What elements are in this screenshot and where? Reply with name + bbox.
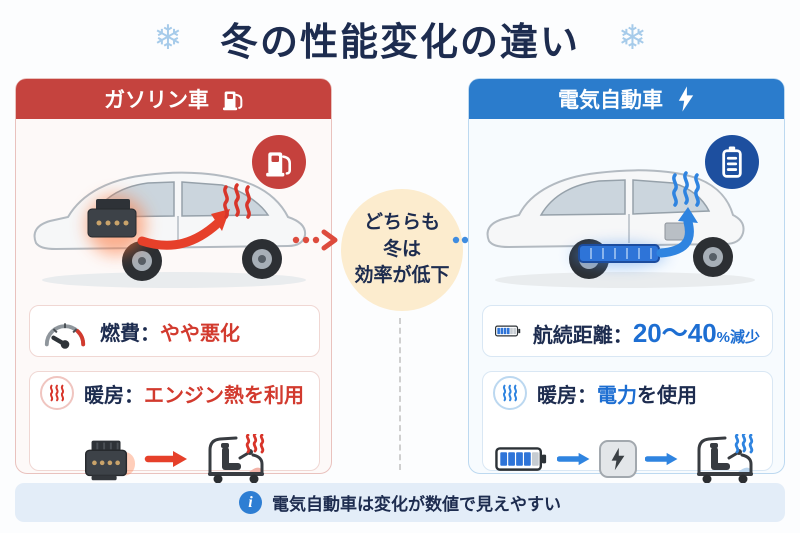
arrow-right-icon [556,452,589,465]
heat-waves-icon [493,376,527,410]
power-flow-arrow [656,217,694,258]
heat-flow-arrow [137,218,223,250]
ev-heating-text: 暖房：電力を使用 [537,379,697,408]
fuel-economy-label: 燃費： [100,322,160,345]
gasoline-panel: ガソリン車 [15,78,332,483]
battery-level-icon [494,446,546,471]
ev-car-area [469,119,784,303]
lightning-icon [611,447,624,470]
arrow-right-icon [644,452,677,465]
driving-range-value: 20～40 [632,317,717,348]
center-note-line2: 冬は [382,238,421,260]
driving-range-label: 航続距離： [532,324,633,347]
ev-car-illustration [486,169,755,288]
heated-cabin-icon [207,433,264,483]
fuel-pump-icon [223,91,243,111]
heat-waves-icon [245,433,264,453]
fuel-economy-text: 燃費：やや悪化 [100,317,240,346]
electric-heat-flow [493,433,762,484]
gasoline-heating-label: 暖房： [84,384,144,407]
snowflake-icon-left: ❄ [153,19,182,57]
heat-waves-icon [672,171,700,207]
battery-pack-icon [578,244,660,263]
electric-heater-icon [598,439,637,478]
heat-waves-icon [40,376,74,410]
heat-waves-icon [223,183,251,219]
page-title: 冬の性能変化の違い [219,21,580,64]
fuel-pump-icon [266,152,291,177]
center-note-line1: どちらも [363,212,440,234]
battery-badge [705,135,759,189]
engine-heat-flow [40,433,309,484]
heat-waves-icon [734,433,753,453]
fuel-economy-row: 燃費：やや悪化 [29,305,320,357]
battery-icon [722,146,742,178]
arrow-right-icon [144,450,187,467]
gasoline-header-label: ガソリン車 [104,89,209,112]
engine-icon [84,440,135,480]
ev-heating-row: 暖房：電力を使用 [482,371,773,483]
footer-note-text: 電気自動車は変化が数値で見えやすい [272,495,561,514]
ev-heating-suffix: を使用 [637,384,697,407]
ev-panel: 電気自動車 [468,78,785,483]
gasoline-heating-text: 暖房：エンジン熱を利用 [84,379,304,408]
heated-cabin-icon [696,433,753,483]
gasoline-car-illustration [33,171,307,288]
gauge-icon [44,323,86,349]
center-dashed-divider [399,318,401,470]
gasoline-panel-header: ガソリン車 [16,79,331,119]
fuel-economy-value: やや悪化 [160,322,240,345]
center-note-line3: 効率が低下 [354,265,450,287]
driving-range-suffix: %減少 [716,328,760,346]
fuel-badge [252,135,306,189]
driving-range-text: 航続距離：20～40%減少 [533,313,760,350]
snowflake-icon-right: ❄ [618,19,647,57]
lightning-icon [678,86,694,112]
info-icon: i [239,491,262,514]
footer-note-bar: i 電気自動車は変化が数値で見えやすい [15,483,785,522]
dotted-arrow-red-icon [292,229,338,251]
ev-panel-header: 電気自動車 [469,79,784,119]
title-row: ❄ 冬の性能変化の違い ❄ [0,10,800,66]
gasoline-heating-value: エンジン熱を利用 [144,384,304,407]
gasoline-car-area [16,119,331,303]
battery-level-icon [495,325,521,337]
gasoline-heating-row: 暖房：エンジン熱を利用 [29,371,320,483]
ev-header-label: 電気自動車 [558,89,663,112]
ev-heating-value: 電力 [597,384,637,407]
center-note-circle: どちらも 冬は 効率が低下 [341,189,463,311]
ev-heating-label: 暖房： [537,384,597,407]
engine-cutaway-icon [87,199,137,238]
driving-range-row: 航続距離：20～40%減少 [482,305,773,357]
